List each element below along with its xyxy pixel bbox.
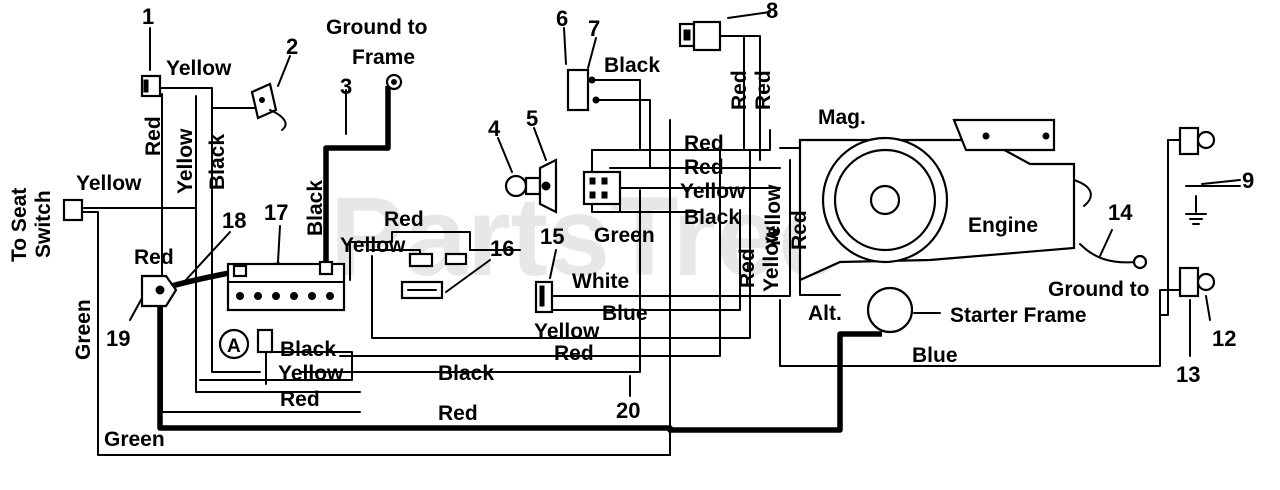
- label-frame: Frame: [352, 46, 415, 69]
- wire-label-red: Red: [752, 70, 775, 110]
- callout-2: 2: [286, 34, 298, 59]
- wire-label-black: Black: [280, 338, 336, 361]
- label-ground-to-2: Ground to: [1048, 278, 1149, 301]
- fuse-holder: [400, 252, 468, 300]
- callout-7: 7: [588, 16, 600, 41]
- pto-switch-15: [534, 280, 554, 314]
- wire-label-red: Red: [438, 402, 478, 425]
- callout-8: 8: [766, 0, 778, 23]
- callout-3: 3: [340, 74, 352, 99]
- wire-label-black: Black: [304, 180, 327, 236]
- callout-6: 6: [556, 6, 568, 31]
- wire-label-white: White: [572, 270, 629, 293]
- wire-label-red: Red: [728, 70, 751, 110]
- clutch-switch-2: [250, 82, 287, 131]
- callout-14: 14: [1108, 200, 1133, 225]
- callout-4: 4: [488, 116, 501, 141]
- callout-leaders: [129, 11, 1241, 397]
- wire-label-yellow: Yellow: [76, 172, 142, 195]
- key-switch-connector: [582, 170, 622, 206]
- wire-label-blue: Blue: [602, 302, 648, 325]
- label-mag: Mag.: [818, 106, 866, 129]
- wire-label-red: Red: [684, 132, 724, 155]
- callout-5: 5: [526, 106, 538, 131]
- wire-label-black: Black: [684, 206, 740, 229]
- brake-switch: [1178, 126, 1216, 156]
- wire-label-yellow: Yellow: [680, 180, 746, 203]
- callout-12: 12: [1212, 326, 1236, 351]
- wire-label-red: Red: [736, 248, 759, 288]
- wire-color-labels: Yellow Yellow Red Red Yellow Black Red R…: [72, 54, 958, 451]
- ground-symbol-9: [1185, 195, 1207, 225]
- callout-9: 9: [1242, 168, 1254, 193]
- starter-motor: [866, 286, 914, 334]
- wire-label-red: Red: [280, 388, 320, 411]
- wire-label-green: Green: [72, 299, 95, 360]
- callout-17: 17: [264, 200, 288, 225]
- ground-strap-terminal: [1132, 254, 1148, 270]
- wire-label-yellow: Yellow: [174, 128, 197, 194]
- label-engine: Engine: [968, 214, 1038, 237]
- wire-label-black: Black: [206, 134, 229, 190]
- callout-13: 13: [1176, 362, 1200, 387]
- label-alt: Alt.: [808, 302, 842, 325]
- seat-switch-connector: [62, 198, 84, 222]
- switch-12-13: [1178, 266, 1216, 298]
- ignition-key-switch: [504, 158, 558, 214]
- engine: [798, 118, 1092, 282]
- wire-label-green: Green: [104, 428, 165, 451]
- wire-label-red: Red: [142, 116, 165, 156]
- wire-label-yellow: Yellow: [166, 57, 232, 80]
- wire-label-blue: Blue: [912, 344, 958, 367]
- callout-A: A: [227, 336, 241, 357]
- starter-solenoid: [140, 274, 178, 308]
- ammeter-connector: [218, 328, 274, 360]
- wire-label-red: Red: [554, 342, 594, 365]
- safety-switch-1: [140, 74, 162, 98]
- wire-label-red: Red: [384, 208, 424, 231]
- wire-label-black: Black: [438, 362, 494, 385]
- wire-label-red: Red: [788, 210, 811, 250]
- ground-ring-terminal: [385, 73, 403, 91]
- wire-label-green: Green: [594, 224, 655, 247]
- wire-label-yellow: Yellow: [534, 320, 600, 343]
- label-ground-to: Ground to: [326, 16, 427, 39]
- switch-6: [566, 68, 600, 112]
- label-to-seat: To Seat: [8, 188, 31, 262]
- wire-label-yellow: Yellow: [340, 234, 406, 257]
- callout-20: 20: [616, 398, 640, 423]
- callout-16: 16: [490, 236, 514, 261]
- wire-label-black: Black: [604, 54, 660, 77]
- callout-1: 1: [142, 4, 154, 29]
- wire-label-yellow: Yellow: [278, 362, 344, 385]
- headlight-8: [678, 20, 722, 52]
- wire-label-red: Red: [134, 246, 174, 269]
- wire-label-yellow: Yellow: [760, 226, 783, 292]
- wire-label-red: Red: [684, 156, 724, 179]
- battery: [226, 260, 346, 312]
- callout-15: 15: [540, 224, 564, 249]
- callout-18: 18: [222, 208, 246, 233]
- label-starter-frame: Starter Frame: [950, 304, 1087, 327]
- label-switch: Switch: [32, 190, 55, 258]
- callout-19: 19: [106, 326, 130, 351]
- wire-label-yellow: Yellow: [762, 184, 785, 250]
- wire-harness: [71, 35, 1241, 456]
